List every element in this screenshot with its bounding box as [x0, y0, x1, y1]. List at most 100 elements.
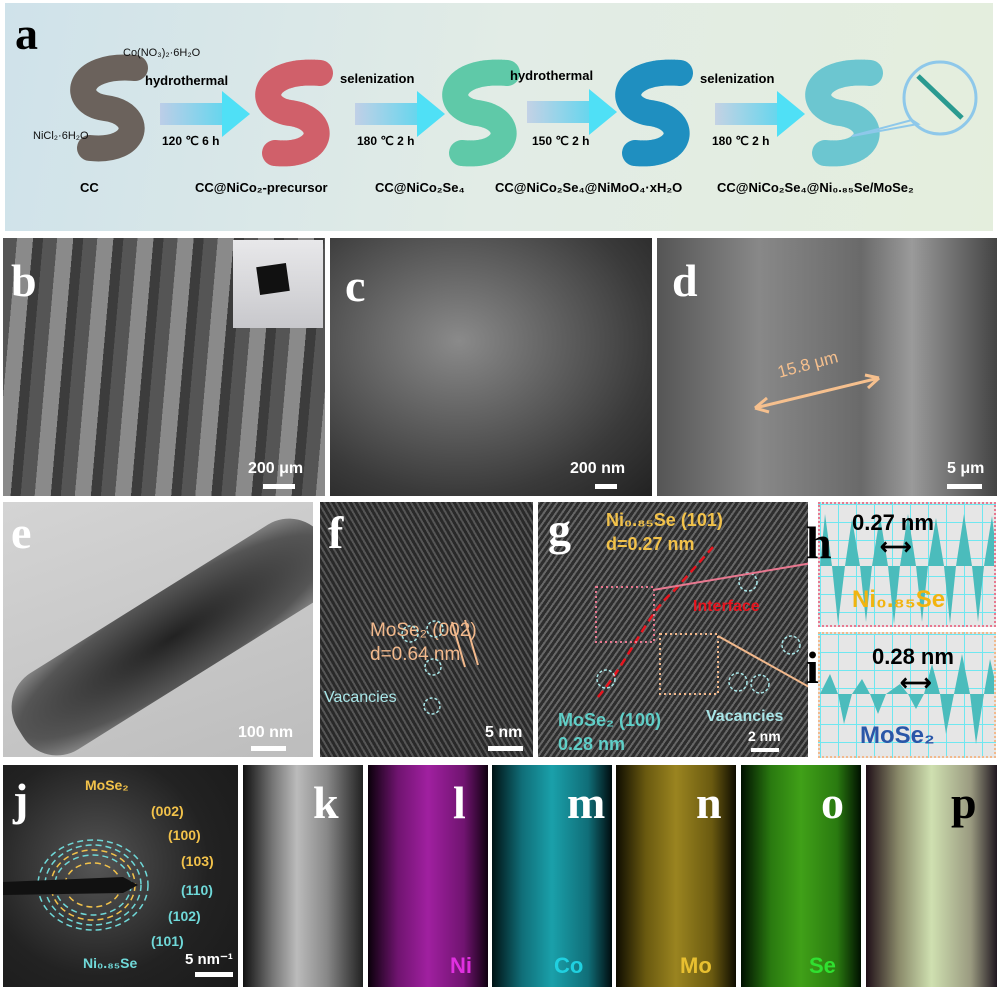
arrow-icon: [160, 91, 250, 137]
scale-bar: [595, 484, 617, 489]
panel-label: c: [345, 260, 366, 311]
element-label: Mo: [680, 953, 712, 978]
scale-bar-label: 200 nm: [570, 460, 626, 477]
arrow-icon: [355, 91, 445, 137]
panel-m-co-map: m Co: [492, 765, 612, 987]
vacancies-label: Vacancies: [706, 708, 784, 725]
scale-bar: [195, 972, 233, 977]
panel-label: p: [951, 777, 977, 828]
panel-k-haadf: k: [243, 765, 363, 987]
panel-label: e: [11, 507, 32, 558]
double-arrow-icon: [754, 373, 881, 414]
panel-label: g: [548, 504, 571, 555]
intensity-profile: [820, 514, 994, 624]
d-spacing2-label: 0.28 nm: [558, 734, 626, 754]
panel-label: h: [806, 517, 832, 568]
phase2-label: MoSe₂ (100): [558, 710, 662, 730]
spacing-label: 0.28 nm: [872, 644, 954, 669]
panel-c-sem: c 200 nm: [330, 238, 652, 496]
double-arrow-icon: ⟷: [880, 534, 912, 559]
panel-o-se-map: o Se: [741, 765, 861, 987]
panel-h-line-profile: 0.27 nm ⟷ Ni₀.₈₅Se: [818, 502, 996, 627]
annotations: [595, 546, 808, 698]
vacancy-circles: [401, 619, 479, 715]
ring-label: (103): [181, 853, 214, 869]
panel-n-mo-map: n Mo: [616, 765, 736, 987]
phase-label: Ni₀.₈₅Se: [852, 586, 946, 613]
step-condition: 150 ℃ 2 h: [532, 134, 590, 148]
panel-label: o: [821, 777, 844, 828]
interface-label: Interface: [693, 598, 760, 615]
scale-bar: [751, 748, 779, 752]
nanowire: [3, 503, 313, 757]
panel-label: a: [15, 8, 38, 59]
panel-i-line-profile: 0.28 nm ⟷ MoSe₂: [818, 632, 996, 758]
step-process: selenization: [340, 71, 415, 86]
panel-label: j: [13, 774, 29, 825]
panel-label: b: [11, 255, 37, 306]
panel-label: n: [696, 777, 722, 828]
phase1-label: MoSe₂: [85, 777, 129, 793]
element-label: Ni: [450, 953, 472, 978]
step-process: hydrothermal: [510, 68, 594, 83]
element-label: Se: [809, 953, 836, 978]
scale-bar: [263, 484, 295, 489]
ring-label: (110): [181, 882, 213, 898]
panel-f-hrtem: f MoSe₂ (002) d=0.64 nm Vacancies 5 nm: [320, 502, 533, 757]
scale-bar-label: 200 μm: [248, 460, 304, 477]
arrow-icon: [527, 89, 617, 135]
nico2se4-fiber: [442, 59, 520, 167]
nimoo4-fiber: [615, 59, 693, 167]
intensity-profile: [820, 654, 994, 744]
phase-label: MoSe₂ (002): [370, 620, 477, 641]
panel-label: d: [672, 255, 698, 306]
panel-d-sem: d 15.8 μm 5 μm: [657, 238, 997, 496]
product-label: CC@NiCo₂Se₄@Ni₀.₈₅Se/MoSe₂: [717, 180, 914, 195]
panel-label: k: [313, 777, 339, 828]
step-condition: 180 ℃ 2 h: [712, 134, 770, 148]
panel-l-ni-map: l Ni: [368, 765, 488, 987]
scale-bar-label: 5 nm⁻¹: [185, 951, 233, 968]
scale-bar-label: 2 nm: [748, 728, 781, 744]
element-label: Co: [554, 953, 584, 978]
spacing-label: 0.27 nm: [852, 510, 934, 535]
nicoprecursor-fiber: [255, 59, 333, 167]
ring-label: (102): [168, 908, 201, 924]
inset-photo: [233, 240, 323, 328]
reagent-co-label: Co(NO₃)₂·6H₂O: [123, 47, 201, 59]
d-spacing1-label: d=0.27 nm: [606, 534, 695, 554]
vacancies-label: Vacancies: [324, 689, 397, 706]
scale-bar-label: 5 nm: [485, 724, 523, 741]
step-condition: 180 ℃ 2 h: [357, 134, 415, 148]
carbon-cloth-fiber: [70, 54, 148, 162]
panel-label: m: [567, 777, 606, 828]
panel-a-scheme: a Co(NO₃)₂·6H₂O NiCl₂·6H₂O CC hydrotherm…: [5, 3, 993, 231]
panel-g-hrtem: g Ni₀.₈₅Se (101) d=0.27 nm Interface MoS…: [538, 502, 808, 757]
scale-bar-label: 5 μm: [947, 460, 985, 477]
final-product-fiber: [805, 59, 978, 167]
panel-label: l: [453, 777, 466, 828]
ring-label: (100): [168, 827, 201, 843]
product-label: CC@NiCo₂-precursor: [195, 180, 328, 195]
panel-e-tem: e 100 nm: [3, 502, 313, 757]
step-process: hydrothermal: [145, 73, 229, 88]
phase-label: MoSe₂: [860, 722, 935, 749]
product-label: CC@NiCo₂Se₄@NiMoO₄·xH₂O: [495, 180, 683, 195]
panel-label: f: [328, 507, 344, 558]
product-label: CC: [80, 180, 99, 195]
step-process: selenization: [700, 71, 775, 86]
double-arrow-icon: ⟷: [900, 670, 932, 695]
phase2-label: Ni₀.₈₅Se: [83, 955, 138, 971]
panel-j-saed: j MoSe₂ (002) (100) (103) (110) (102) (1…: [3, 765, 238, 987]
panel-b-sem: b 200 μm: [3, 238, 325, 496]
scale-bar: [251, 746, 286, 751]
arrow-icon: [715, 91, 805, 137]
panel-p-overlay-map: p: [866, 765, 997, 987]
step-condition: 120 ℃ 6 h: [162, 134, 220, 148]
panel-label: i: [806, 642, 819, 693]
scale-bar: [947, 484, 982, 489]
phase1-label: Ni₀.₈₅Se (101): [606, 510, 723, 530]
ring-label: (101): [151, 933, 184, 949]
reagent-ni-label: NiCl₂·6H₂O: [33, 130, 89, 142]
